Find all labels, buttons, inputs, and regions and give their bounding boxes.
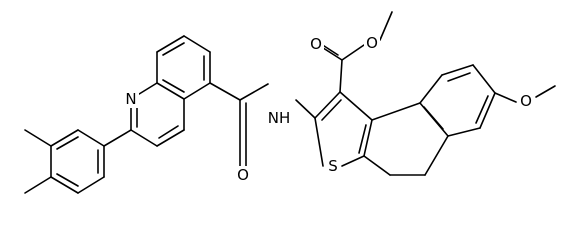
thiophene-sulfur-label: S <box>328 157 338 175</box>
methoxy-oxygen-label: O <box>520 92 532 110</box>
structure-canvas: N NH O O O O S <box>24 11 556 194</box>
methyl-3-bond <box>24 129 52 147</box>
quinoline-nitrogen-label: N <box>125 90 136 108</box>
molecule-structure-diagram: N NH O O O O S <box>24 11 556 194</box>
quinoline-benzo-ring <box>156 35 211 100</box>
amide-oxygen-label: O <box>237 166 249 184</box>
dimethylphenyl-ring <box>24 129 132 194</box>
methoxy-group <box>494 85 556 103</box>
amide-nh-label: NH <box>268 109 291 127</box>
dihydronaphthalene-aromatic-ring <box>371 64 496 137</box>
atom-labels: N NH O O O O S <box>123 34 535 184</box>
ester-carbonyl-oxygen-label: O <box>310 35 322 53</box>
dihydro-ring <box>363 135 449 176</box>
methyl-4-bond <box>24 176 52 194</box>
methyl-ester <box>317 11 393 93</box>
amide-linker <box>209 82 316 167</box>
thiophene-ring <box>314 91 373 167</box>
ester-ether-oxygen-label: O <box>366 34 378 52</box>
